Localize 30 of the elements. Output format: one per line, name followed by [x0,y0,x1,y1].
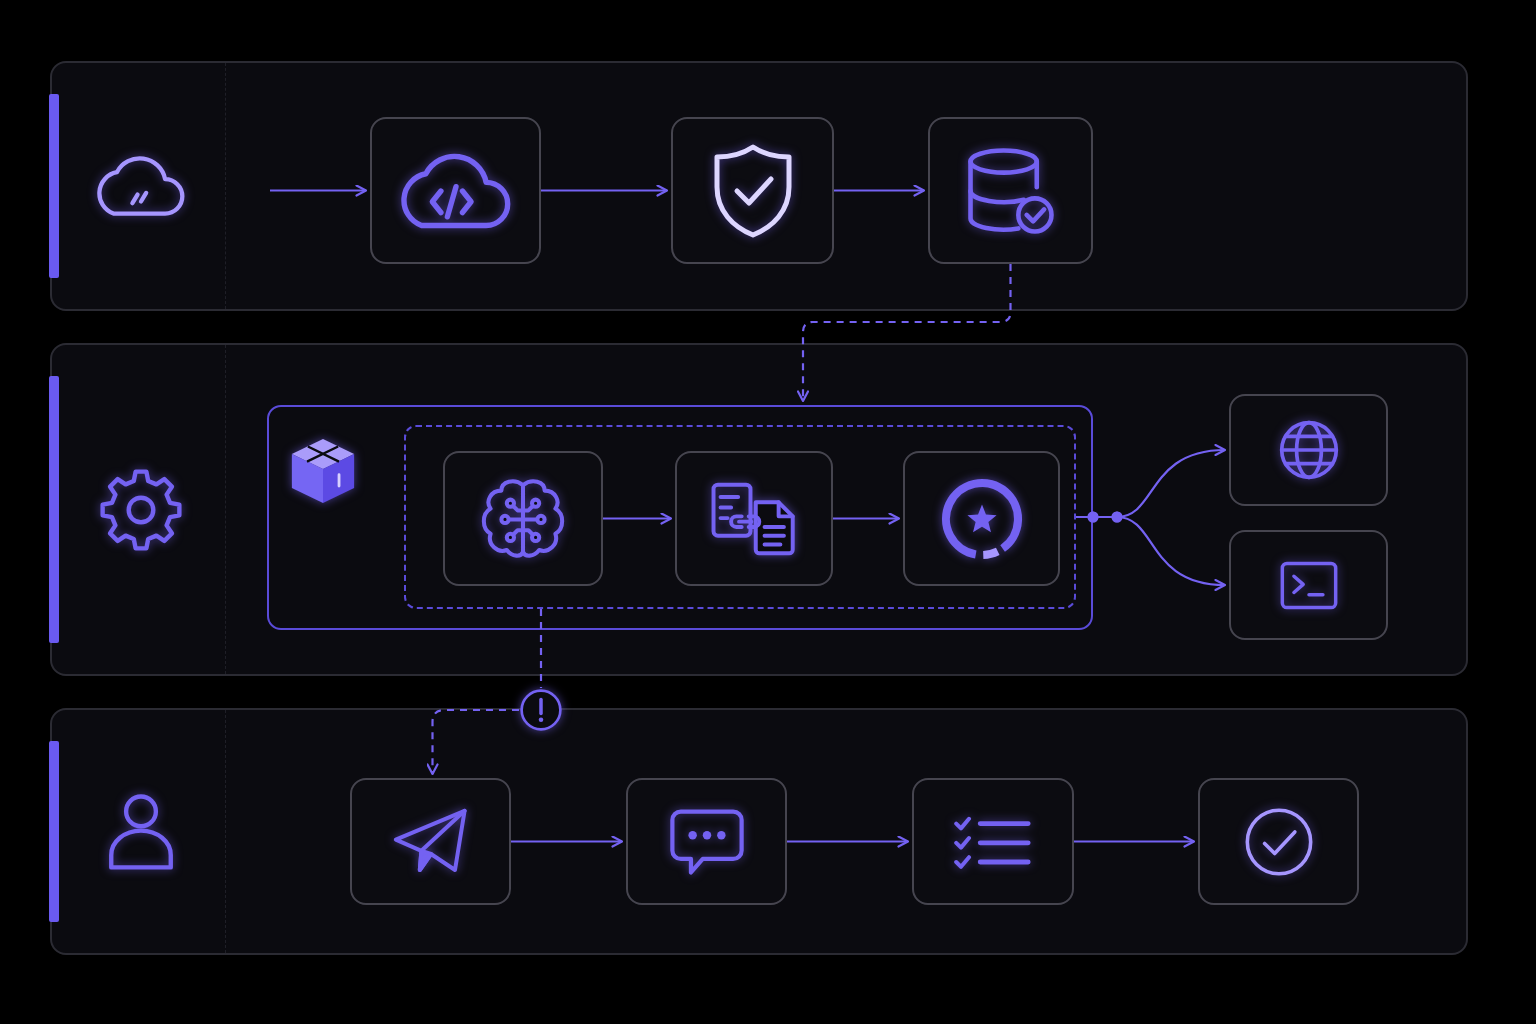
swimlane [50,708,1468,955]
dashed-arrow [796,264,1012,403]
process-box [1229,394,1388,506]
dashed-group-box [404,425,1076,609]
group-container [267,405,1093,630]
swimlane [50,61,1468,311]
process-box [1229,530,1388,640]
process-box [903,451,1060,586]
branching-arrow [1074,511,1227,591]
arrow [541,184,669,197]
swimlane [50,343,1468,676]
arrow [787,835,910,848]
process-box [1198,778,1359,905]
arrow [511,835,624,848]
dashed-arrow [426,708,519,776]
process-box [671,117,834,264]
arrow [833,512,901,525]
process-box [675,451,833,586]
process-box [928,117,1093,264]
arrow [603,512,673,525]
arrow [834,184,926,197]
process-box [350,778,511,905]
process-box [370,117,541,264]
arrow [1074,835,1196,848]
dashed-line [539,609,543,688]
arrow [270,184,368,197]
process-box [912,778,1074,905]
process-box [443,451,603,586]
alert-icon [519,688,563,732]
process-box [626,778,787,905]
